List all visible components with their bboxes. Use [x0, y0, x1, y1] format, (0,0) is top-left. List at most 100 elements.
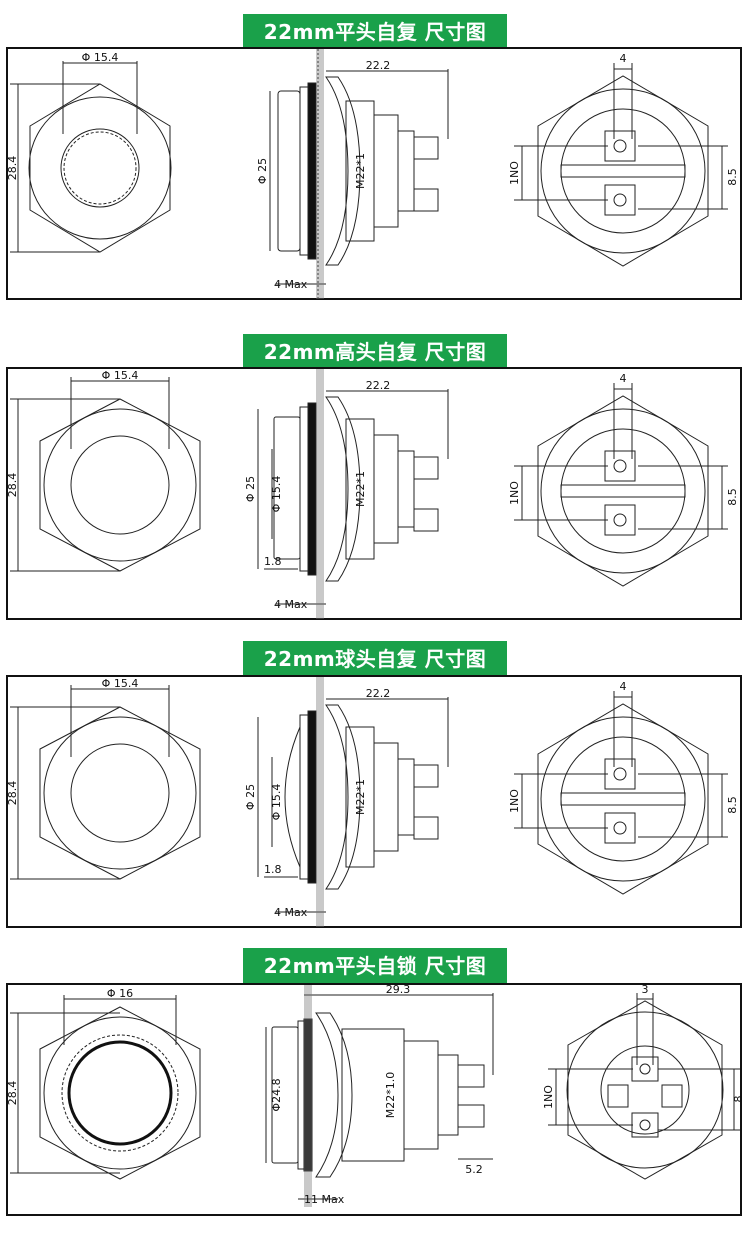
side-terminal-top: [413, 456, 439, 480]
back-contact-label: 1NO: [508, 161, 521, 185]
front-top-dia-label: Φ 15.4: [102, 369, 139, 382]
side-thread-label: M22*1: [354, 153, 367, 189]
panel-wall: [316, 49, 324, 299]
section-2-drawing: Φ 15.4 28.4 22.2 Φ 25 Φ 15.4 1.8 M22*1 4…: [8, 369, 739, 619]
side-thread-label: M22*1: [354, 779, 367, 815]
side-nut: [315, 1012, 353, 1178]
back-terminal-bottom: [604, 812, 636, 844]
side-dia-label: Φ 25: [256, 158, 269, 184]
side-thread-label: M22*1.0: [384, 1072, 397, 1118]
front-button-dashed: [61, 1034, 179, 1152]
side-terminal-bottom: [413, 508, 439, 532]
front-top-dia-label: Φ 15.4: [82, 51, 119, 64]
back-divider: [560, 792, 686, 806]
section-4-panel: Φ 16 28.4 29.3 Φ24.8 M22*1.0 5.2 11 Max …: [6, 983, 744, 1216]
front-button-circle: [60, 128, 140, 208]
back-spacing-label: 4: [620, 372, 627, 385]
panel-wall: [316, 677, 324, 927]
front-top-dia-label: Φ 16: [107, 987, 133, 1000]
back-offset-label: 8: [732, 1096, 744, 1103]
side-terminal-bottom: [457, 1104, 485, 1128]
section-4-drawing: Φ 16 28.4 29.3 Φ24.8 M22*1.0 5.2 11 Max …: [8, 985, 744, 1207]
front-hex-outline: [29, 83, 171, 253]
front-button-circle: [67, 1040, 173, 1146]
back-terminal-top: [604, 450, 636, 482]
front-hex-outline: [39, 706, 201, 880]
side-dia-label: Φ 25: [244, 784, 257, 810]
back-contact-label: 1NO: [508, 481, 521, 505]
side-terminal-top: [413, 764, 439, 788]
section-4-title: 22mm平头自锁 尺寸图: [243, 948, 507, 984]
side-button-cap: [284, 726, 301, 868]
back-spacing-label: 4: [620, 680, 627, 693]
side-panel-label: 4 Max: [274, 598, 308, 611]
back-offset-label: 8.5: [726, 796, 739, 814]
back-spacing-label: 3: [642, 985, 649, 996]
side-inner-dia-label: Φ 15.4: [270, 784, 283, 821]
side-head-label: 1.8: [264, 863, 282, 876]
front-bezel-circle: [43, 1016, 197, 1170]
side-panel-label: 4 Max: [274, 278, 308, 291]
side-length-label: 22.2: [366, 379, 391, 392]
panel-wall: [316, 369, 324, 619]
front-button-circle: [70, 435, 170, 535]
front-height-label: 28.4: [8, 1081, 19, 1106]
back-body-circle: [540, 88, 706, 254]
side-button-cap: [277, 90, 301, 252]
section-3-title: 22mm球头自复 尺寸图: [243, 641, 507, 677]
side-inner-dia-label: Φ 15.4: [270, 476, 283, 513]
side-dia-label: Φ24.8: [270, 1078, 283, 1111]
section-1-panel: Φ 15.4 28.4 22.2 Φ 25 M22*1 4 Max 4 1NO …: [6, 47, 742, 300]
side-terminal-bottom: [413, 188, 439, 212]
front-button-circle: [70, 743, 170, 843]
front-height-label: 28.4: [8, 156, 19, 181]
back-terminal-bottom: [604, 504, 636, 536]
back-divider: [560, 164, 686, 178]
back-hex-outline: [567, 1000, 723, 1180]
back-terminal-top: [604, 130, 636, 162]
side-terminal-top: [457, 1064, 485, 1088]
side-head-label: 1.8: [264, 555, 282, 568]
section-3-panel: Φ 15.4 28.4 22.2 Φ 25 Φ 15.4 1.8 M22*1 4…: [6, 675, 742, 928]
side-panel-label: 11 Max: [304, 1193, 345, 1206]
front-button-dashed: [63, 131, 137, 205]
back-hex-outline: [537, 395, 709, 587]
back-body-circle: [540, 408, 706, 574]
side-terminal-top: [413, 136, 439, 160]
section-1-title: 22mm平头自复 尺寸图: [243, 14, 507, 50]
front-top-dia-label: Φ 15.4: [102, 677, 139, 690]
back-body-circle: [566, 1011, 724, 1169]
back-body-circle: [540, 716, 706, 882]
panel-wall: [304, 985, 312, 1207]
section-2-panel: Φ 15.4 28.4 22.2 Φ 25 Φ 15.4 1.8 M22*1 4…: [6, 367, 742, 620]
front-hex-outline: [39, 1006, 201, 1180]
back-terminal-bottom: [604, 184, 636, 216]
side-panel-label: 4 Max: [274, 906, 308, 919]
back-spacing-label: 4: [620, 52, 627, 65]
front-hex-outline: [39, 398, 201, 572]
side-dia-label: Φ 25: [244, 476, 257, 502]
back-offset-label: 8.5: [726, 488, 739, 506]
front-bezel-circle: [43, 716, 197, 870]
back-offset-label: 8.5: [726, 168, 739, 186]
side-length-label: 22.2: [366, 687, 391, 700]
side-thread-label: M22*1: [354, 471, 367, 507]
back-terminal-top: [604, 758, 636, 790]
section-3-drawing: Φ 15.4 28.4 22.2 Φ 25 Φ 15.4 1.8 M22*1 4…: [8, 677, 739, 927]
side-term-label: 5.2: [465, 1163, 483, 1176]
back-hex-outline: [537, 75, 709, 267]
front-bezel-circle: [28, 96, 172, 240]
side-terminal-bottom: [413, 816, 439, 840]
back-terminal-top: [631, 1056, 659, 1082]
side-length-label: 29.3: [386, 985, 411, 996]
front-height-label: 28.4: [8, 781, 19, 806]
section-2-title: 22mm高头自复 尺寸图: [243, 334, 507, 370]
back-divider: [560, 484, 686, 498]
back-contact-label: 1NO: [508, 789, 521, 813]
side-length-label: 22.2: [366, 59, 391, 72]
back-hex-outline: [537, 703, 709, 895]
front-bezel-circle: [43, 408, 197, 562]
section-1-drawing: Φ 15.4 28.4 22.2 Φ 25 M22*1 4 Max 4 1NO …: [8, 49, 739, 299]
back-contact-label: 1NO: [542, 1085, 555, 1109]
front-height-label: 28.4: [8, 473, 19, 498]
